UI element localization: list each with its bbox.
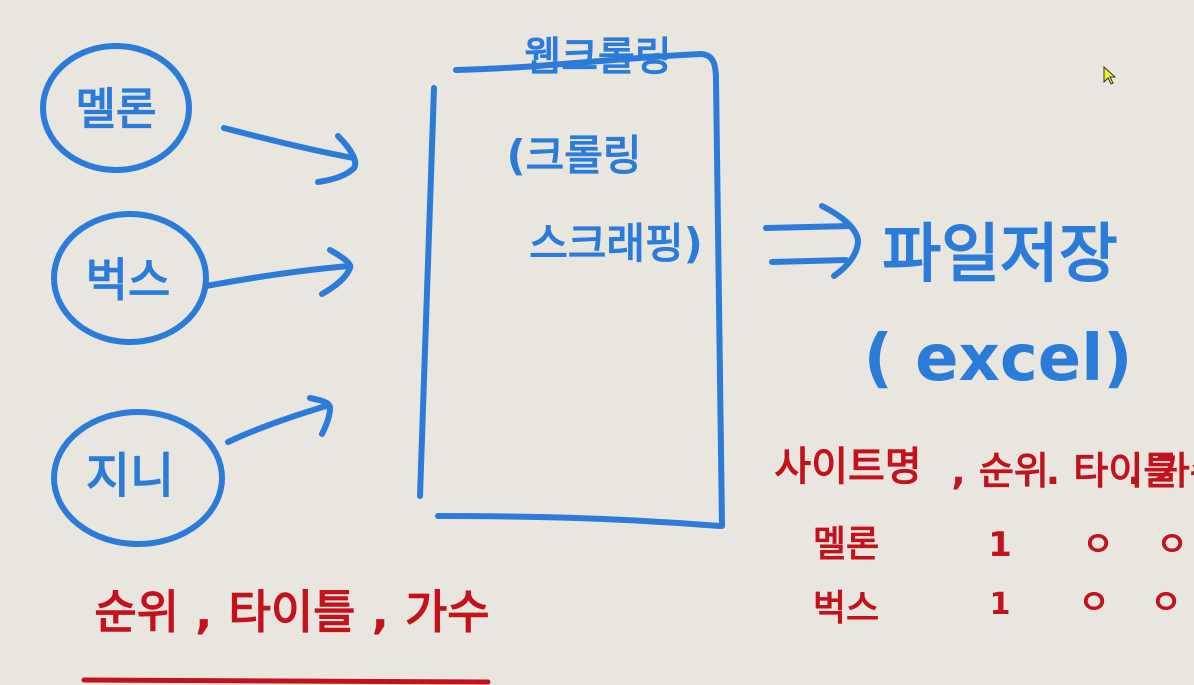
result-table: 사이트명 , 순위 . 타이틀 . 가수 멜론 1 ㅇ ㅇ 벅스 1 ㅇ ㅇ bbox=[774, 444, 1194, 629]
table-row-0-site: 멜론 bbox=[813, 524, 879, 565]
output-line2: ( excel) bbox=[864, 322, 1133, 396]
table-row-1-artist: ㅇ bbox=[1150, 583, 1181, 623]
double-arrow bbox=[763, 203, 861, 279]
table-header-rank: , 순위 bbox=[951, 449, 1049, 493]
arrow-melon bbox=[221, 125, 359, 185]
fields-note-text: 순위 , 타이틀 , 가수 bbox=[94, 585, 489, 639]
source-bugs-label: 벅스 bbox=[86, 253, 171, 307]
table-row-1-site: 벅스 bbox=[813, 588, 879, 629]
crawling-box-title: 웹크롤링 bbox=[524, 34, 671, 80]
source-genie-label: 지니 bbox=[86, 448, 174, 504]
output-line1: 파일저장 bbox=[882, 218, 1118, 292]
fields-note: 순위 , 타이틀 , 가수 bbox=[81, 585, 491, 685]
crawling-box-line2: 스크래핑) bbox=[529, 219, 703, 268]
table-row-0-rank: 1 bbox=[988, 525, 1012, 565]
table-row-0-artist: ㅇ bbox=[1156, 525, 1187, 565]
arrow-genie bbox=[225, 395, 333, 445]
source-melon-label: 멜론 bbox=[76, 84, 157, 135]
table-header-title: . 타이틀 bbox=[1046, 449, 1179, 493]
crawling-box: 웹크롤링 (크롤링 스크래핑) bbox=[417, 34, 725, 529]
crawling-box-line1: (크롤링 bbox=[506, 131, 641, 180]
arrow-bugs bbox=[203, 247, 354, 297]
table-header-artist: . 가수 bbox=[1127, 449, 1194, 493]
source-genie: 지니 bbox=[51, 409, 225, 547]
source-bugs: 벅스 bbox=[51, 211, 209, 345]
table-row-1-rank: 1 bbox=[990, 587, 1011, 622]
mouse-cursor-icon bbox=[1103, 65, 1117, 85]
table-row-0-title: ㅇ bbox=[1082, 525, 1113, 565]
table-header-site: 사이트명 bbox=[774, 444, 921, 490]
table-row-1-title: ㅇ bbox=[1078, 583, 1109, 623]
source-melon: 멜론 bbox=[40, 43, 192, 173]
output-file: 파일저장 ( excel) bbox=[864, 218, 1133, 396]
